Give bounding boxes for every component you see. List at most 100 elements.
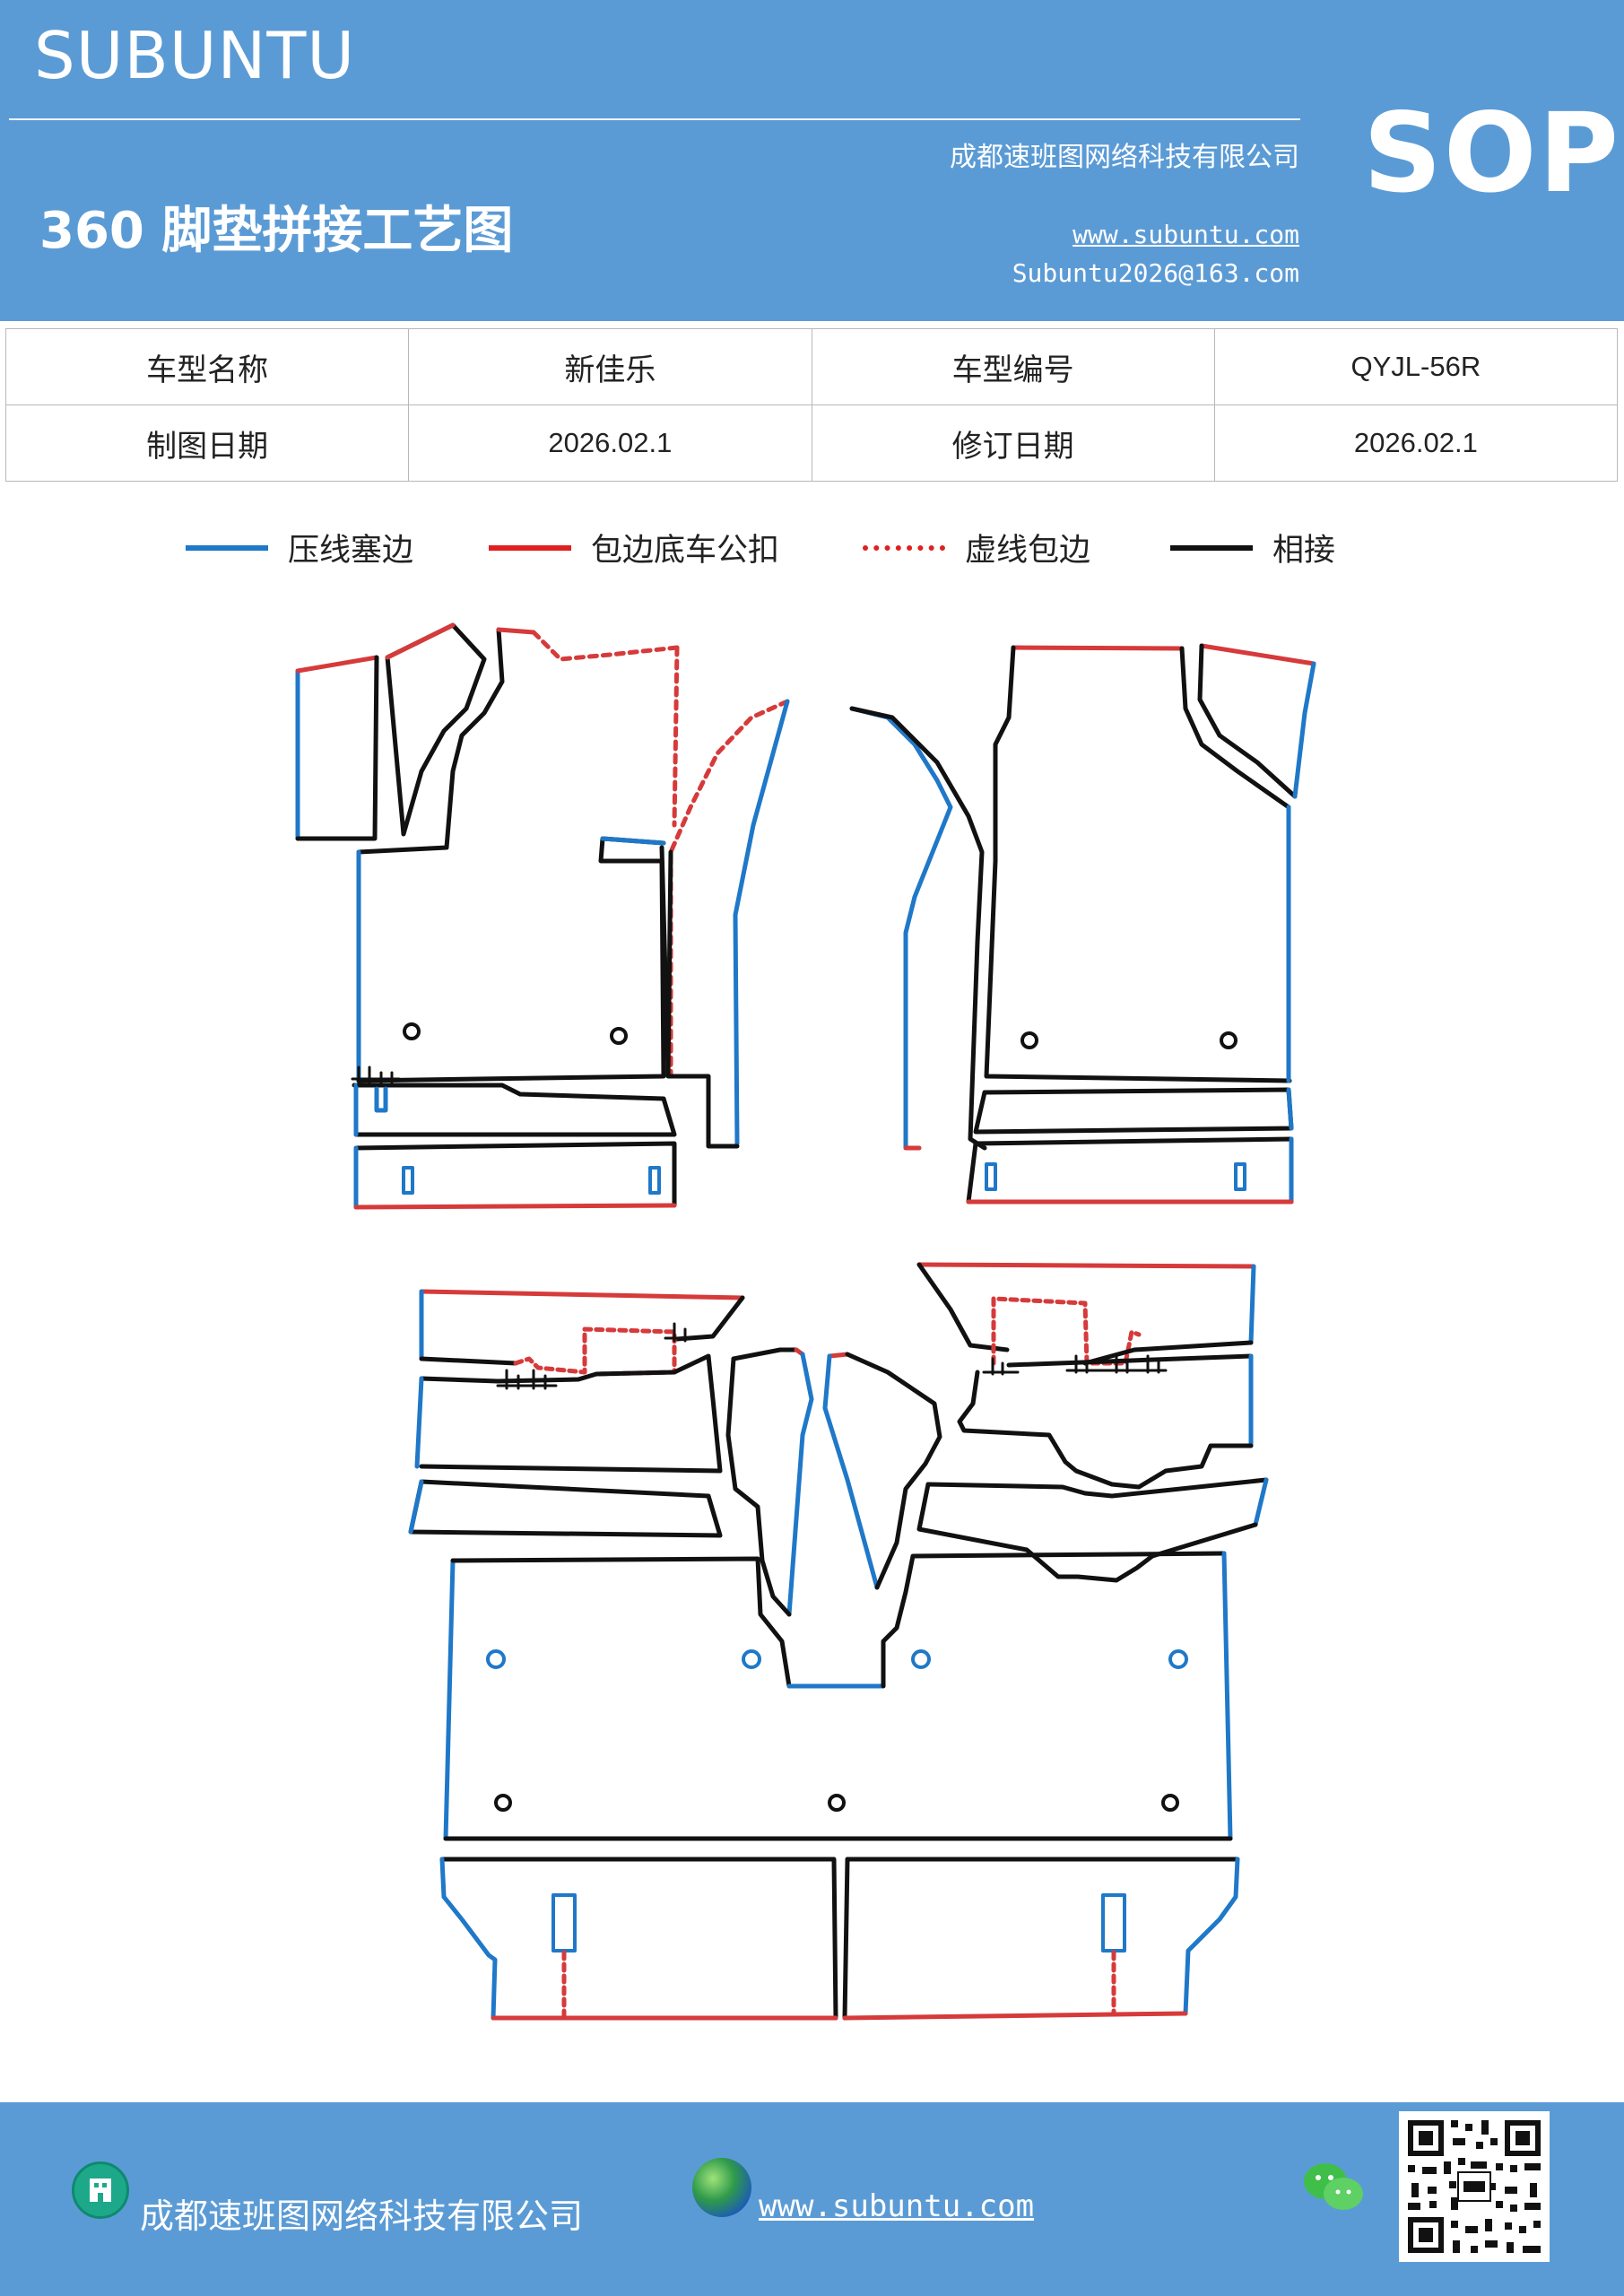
table-row: 制图日期 2026.02.1 修订日期 2026.02.1 [4,404,1619,482]
mat-piece [725,1356,792,1617]
value-model-code: QYJL-56R [1213,328,1619,405]
mat-piece [408,1479,723,1538]
mat-piece [672,645,680,828]
footer-website-link[interactable]: www.subuntu.com [759,2188,1035,2224]
mat-piece [731,1347,799,1361]
mat-piece [1292,661,1316,799]
mat-piece [674,1295,745,1342]
mat-piece [916,1262,1256,1269]
legend: 压线塞边 包边底车公扣 虚线包边 相接 [0,525,1624,578]
mat-piece [353,1203,677,1210]
clip-slot [1101,1893,1126,1952]
mat-piece [1199,643,1316,666]
mat-piece [513,1326,677,1377]
clip-slot [985,1162,997,1191]
mat-piece [1286,1087,1294,1131]
mat-piece [849,706,987,1151]
mounting-hole [828,1794,846,1812]
mat-piece [827,1352,850,1359]
mat-piece [1248,1264,1256,1345]
mat-piece [973,1087,1294,1135]
header-website-link[interactable]: www.subuntu.com [1073,220,1299,249]
mounting-hole [1020,1031,1038,1049]
page-title: 360 脚垫拼接工艺图 [39,202,514,260]
legend-swatch-blue [186,544,268,551]
legend-label: 虚线包边 [965,533,1091,569]
legend-item-red: 包边底车公扣 [489,525,779,570]
mat-piece [450,1556,792,1689]
sop-label: SOP [1363,90,1620,217]
rear-mat-group [408,1262,1269,2021]
mounting-hole [486,1649,506,1669]
mat-piece [1221,1551,1233,1841]
mat-piece [414,1376,424,1469]
label-drawing-date: 制图日期 [4,404,410,482]
legend-swatch-red-dotted [863,544,945,551]
mat-piece [295,655,379,841]
mat-piece [1253,1477,1269,1527]
mat-piece [845,1352,942,1590]
clip-slot [402,1166,414,1195]
mounting-hole [1168,1649,1188,1669]
qr-code[interactable] [1399,2111,1550,2262]
mat-piece [408,1479,424,1535]
mat-piece [1197,643,1298,799]
joint-marker [496,1369,558,1390]
header-email[interactable]: Subuntu2026@163.com [1012,258,1299,288]
mat-piece [419,1353,723,1474]
legend-swatch-red [489,544,571,551]
header-company: 成都速班图网络科技有限公司 [950,142,1299,173]
mat-piece [1082,1340,1254,1366]
mat-piece [733,699,790,1146]
clip-slot [648,1166,661,1195]
joint-marker [1065,1354,1168,1374]
mat-piece [822,1353,880,1590]
header-banner [0,0,1624,321]
mat-piece [849,706,953,1151]
mat-piece [925,1477,1269,1499]
table-row: 车型名称 新佳乐 车型编号 QYJL-56R [4,328,1619,405]
mat-piece [419,1289,745,1300]
mat-piece [374,1086,388,1113]
brand-logo-text: SUBUNTU [34,18,356,93]
header-divider [9,118,1300,120]
mat-piece [842,2011,1188,2021]
mat-piece [916,1262,1010,1352]
mounting-hole [403,1022,421,1040]
mat-piece [295,655,379,674]
mat-piece [842,1857,850,2021]
mat-piece [439,1857,838,2021]
mounting-hole [1220,1031,1238,1049]
mat-piece [353,1141,677,1208]
legend-label: 包边底车公扣 [591,533,780,569]
mat-piece [881,1551,1227,1689]
front-left-mat-group [295,622,790,1210]
mat-piece [957,1370,1254,1490]
mat-piece [356,627,505,1083]
mounting-hole [911,1649,931,1669]
mat-piece [1179,646,1291,810]
mat-piece [786,1352,814,1617]
mounting-hole [610,1027,628,1045]
mat-piece [1183,1857,1240,2016]
mat-piece [600,836,666,846]
label-model-name: 车型名称 [4,328,410,405]
label-revision-date: 修订日期 [811,404,1215,482]
mat-piece [385,622,456,660]
mounting-hole [494,1794,512,1812]
wechat-icon[interactable] [1302,2160,1365,2215]
clip-slot [551,1893,577,1952]
legend-item-red-dotted: 虚线包边 [863,525,1090,570]
mat-piece [1006,1353,1254,1368]
mounting-hole [1161,1794,1179,1812]
vehicle-info-table: 车型名称 新佳乐 车型编号 QYJL-56R 制图日期 2026.02.1 修订… [4,328,1619,482]
globe-icon [692,2158,751,2217]
mat-piece [665,849,740,1149]
mat-piece [984,645,1292,1083]
mat-piece [385,622,487,837]
mat-piece [352,1083,677,1137]
mounting-hole [742,1649,761,1669]
legend-label: 相接 [1272,533,1336,569]
joint-marker [982,1357,1020,1376]
